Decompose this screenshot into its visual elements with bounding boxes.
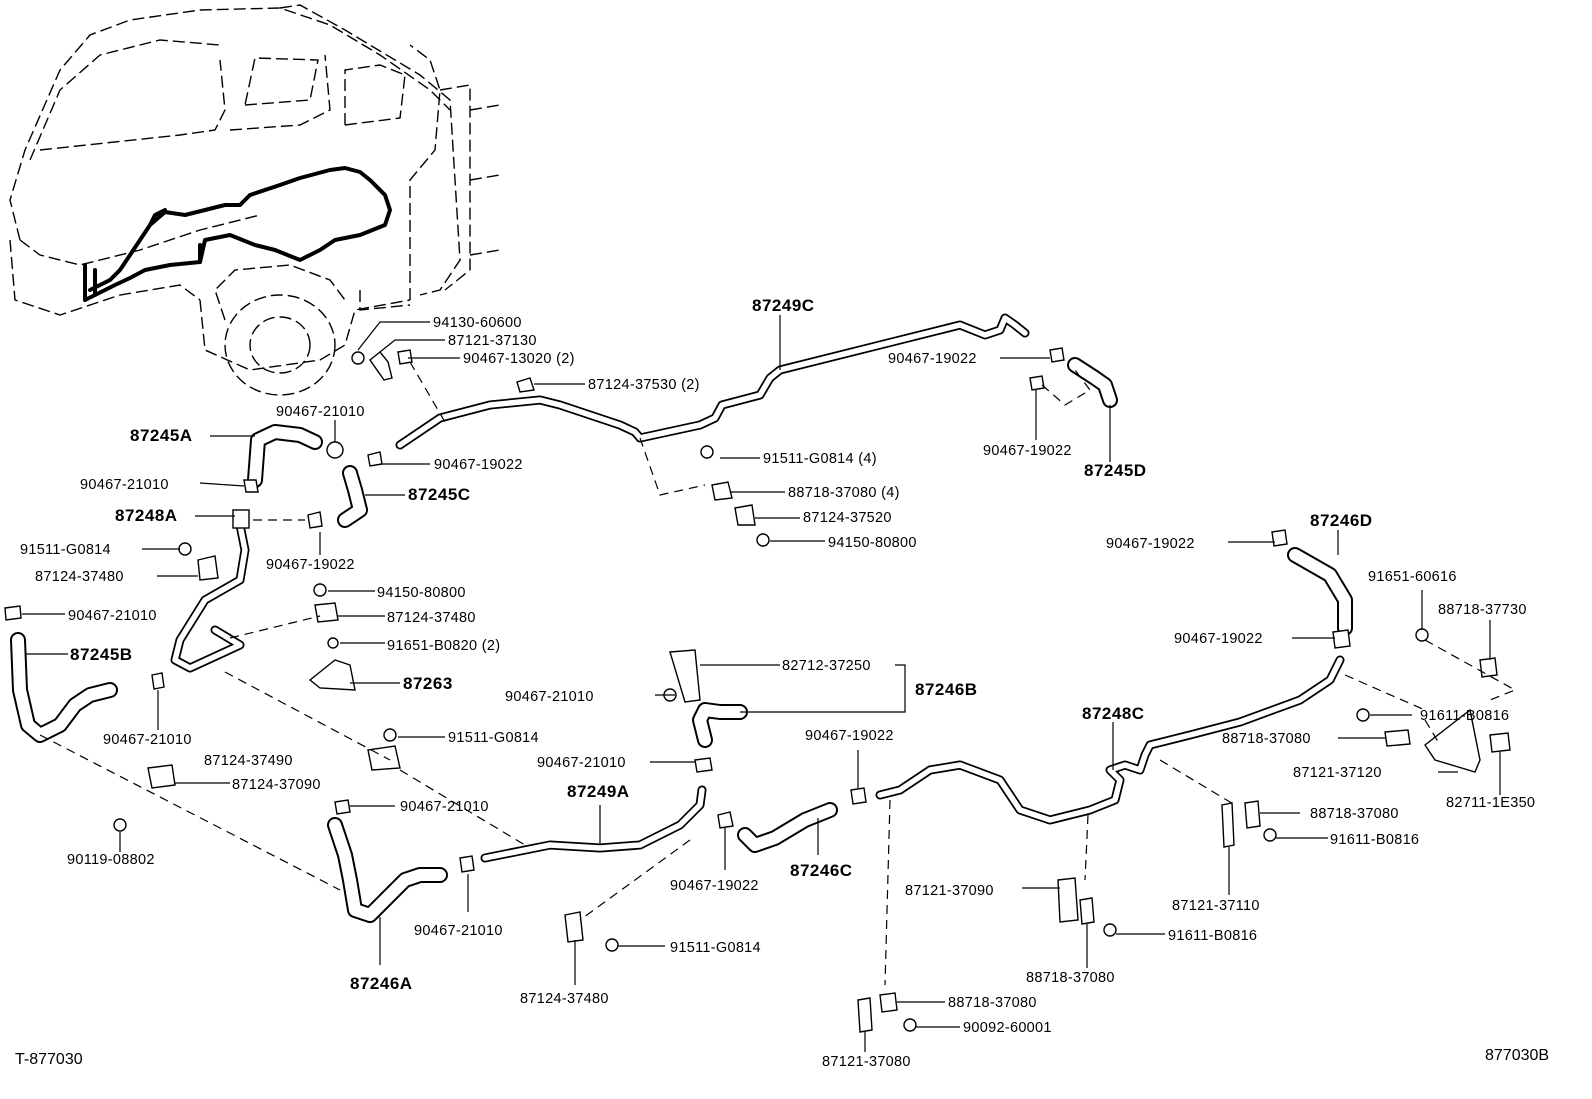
illustration-code-right: 877030B xyxy=(1485,1047,1549,1064)
label-90467-19022-top: 90467-19022 xyxy=(888,351,977,367)
hoses-and-pipes xyxy=(10,313,1353,923)
label-90467-21010-b: 90467-21010 xyxy=(80,477,169,493)
label-87245C: 87245C xyxy=(408,485,471,504)
label-87246B: 87246B xyxy=(915,680,978,699)
label-90467-21010-a: 90467-21010 xyxy=(276,404,365,420)
label-91511-G0814-4: 91511-G0814 (4) xyxy=(763,451,877,467)
label-87248C: 87248C xyxy=(1082,704,1145,723)
label-91511-G0814-c: 91511-G0814 xyxy=(670,940,761,956)
illustration-code-left: T-877030 xyxy=(15,1051,83,1068)
label-87121-37120: 87121-37120 xyxy=(1293,765,1382,781)
label-87124-37480-a: 87124-37480 xyxy=(35,569,124,585)
label-82711-1E350: 82711-1E350 xyxy=(1446,795,1535,811)
label-91611-B0816-b: 91611-B0816 xyxy=(1330,832,1419,848)
label-94150-80800-b: 94150-80800 xyxy=(377,585,466,601)
label-87124-37520: 87124-37520 xyxy=(803,510,892,526)
label-87245D: 87245D xyxy=(1084,461,1147,480)
label-90467-19022-g: 90467-19022 xyxy=(670,878,759,894)
label-88718-37080-a: 88718-37080 xyxy=(1222,731,1311,747)
label-94150-80800-a: 94150-80800 xyxy=(828,535,917,551)
label-87121-37110: 87121-37110 xyxy=(1172,898,1260,914)
label-87121-37090: 87121-37090 xyxy=(905,883,994,899)
label-87245A: 87245A xyxy=(130,426,193,445)
label-87121-37130: 87121-37130 xyxy=(448,333,537,349)
label-91651-60616: 91651-60616 xyxy=(1368,569,1457,585)
dashed-alignment-lines xyxy=(39,361,1517,986)
part-labels: 94130-60600 87121-37130 90467-13020 (2) … xyxy=(15,296,1549,1070)
label-87249A: 87249A xyxy=(567,782,630,801)
label-87246A: 87246A xyxy=(350,974,413,993)
label-90467-19022-h: 90467-19022 xyxy=(1106,536,1195,552)
label-87245B: 87245B xyxy=(70,645,133,664)
label-88718-37080-c: 88718-37080 xyxy=(1026,970,1115,986)
label-91611-B0816-c: 91611-B0816 xyxy=(1168,928,1257,944)
label-90467-21010-c: 90467-21010 xyxy=(68,608,157,624)
leader-lines xyxy=(22,315,1501,1052)
label-88718-37080-4: 88718-37080 (4) xyxy=(788,485,900,501)
label-94130-60600: 94130-60600 xyxy=(433,315,522,331)
label-88718-37730: 88718-37730 xyxy=(1438,602,1527,618)
label-87124-37530: 87124-37530 (2) xyxy=(588,377,700,393)
label-87121-37080: 87121-37080 xyxy=(822,1054,911,1070)
label-90092-60001: 90092-60001 xyxy=(963,1020,1052,1036)
label-91511-G0814-b: 91511-G0814 xyxy=(448,730,539,746)
label-90467-21010-e: 90467-21010 xyxy=(400,799,489,815)
label-91511-G0814-a: 91511-G0814 xyxy=(20,542,111,558)
label-90467-21010-g: 90467-21010 xyxy=(537,755,626,771)
label-87249C: 87249C xyxy=(752,296,815,315)
label-88718-37080-d: 88718-37080 xyxy=(948,995,1037,1011)
label-87246C: 87246C xyxy=(790,861,853,880)
label-90467-13020: 90467-13020 (2) xyxy=(463,351,575,367)
label-87124-37480-b: 87124-37480 xyxy=(387,610,476,626)
label-87263: 87263 xyxy=(403,674,453,693)
label-90467-19022-e: 90467-19022 xyxy=(266,557,355,573)
label-82712-37250: 82712-37250 xyxy=(782,658,871,674)
vehicle-illustration xyxy=(9,4,501,396)
label-88718-37080-b: 88718-37080 xyxy=(1310,806,1399,822)
label-87124-37490: 87124-37490 xyxy=(204,753,293,769)
label-90467-21010-f: 90467-21010 xyxy=(505,689,594,705)
label-90467-21010-h: 90467-21010 xyxy=(414,923,503,939)
small-parts xyxy=(4,347,1511,1033)
label-90119-08802: 90119-08802 xyxy=(67,852,155,868)
label-87248A: 87248A xyxy=(115,506,178,525)
label-90467-21010-d: 90467-21010 xyxy=(103,732,192,748)
label-90467-19022-c: 90467-19022 xyxy=(434,457,523,473)
label-90467-19022-i: 90467-19022 xyxy=(1174,631,1263,647)
label-90467-19022-f: 90467-19022 xyxy=(805,728,894,744)
label-91611-B0816-a: 91611-B0816 xyxy=(1420,708,1509,724)
label-91651-B0820: 91651-B0820 (2) xyxy=(387,638,500,654)
label-90467-19022-d: 90467-19022 xyxy=(983,443,1072,459)
label-87124-37090: 87124-37090 xyxy=(232,777,321,793)
label-87124-37480-c: 87124-37480 xyxy=(520,991,609,1007)
label-87246D: 87246D xyxy=(1310,511,1373,530)
